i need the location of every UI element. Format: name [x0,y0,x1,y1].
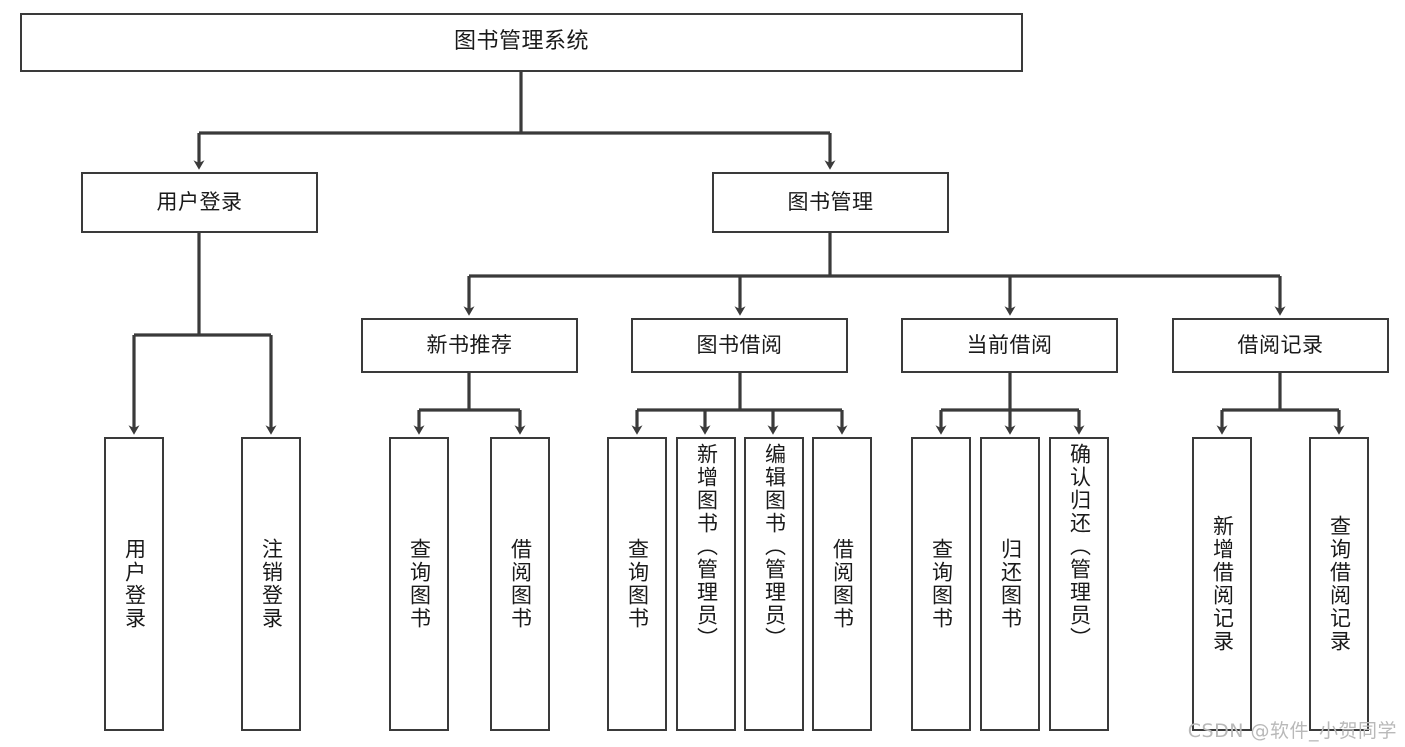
leaf-current-borrow-query-book[interactable]: 查询图书 [911,437,971,731]
node-label: 图书管理系统 [453,29,589,55]
node-book-management[interactable]: 图书管理 [712,172,949,233]
node-label: 借阅图书 [508,538,533,630]
leaf-new-book-query-book[interactable]: 查询图书 [389,437,449,731]
leaf-book-borrow-query-book[interactable]: 查询图书 [607,437,667,731]
node-label: 查询图书 [929,538,954,630]
node-label: 借阅图书 [830,538,855,630]
node-label: 图书借阅 [696,332,783,357]
node-label: 编辑图书（管理员） [762,443,787,650]
node-new-book-recommend[interactable]: 新书推荐 [361,318,578,373]
leaf-borrow-record-query-record[interactable]: 查询借阅记录 [1309,437,1369,731]
node-label: 查询图书 [625,538,650,630]
leaf-book-borrow-add-book-admin[interactable]: 新增图书（管理员） [676,437,736,731]
node-label: 确认归还（管理员） [1067,443,1092,650]
leaf-user-login-login[interactable]: 用户登录 [104,437,164,731]
leaf-borrow-record-add-record[interactable]: 新增借阅记录 [1192,437,1252,731]
node-label: 归还图书 [998,538,1023,630]
node-borrow-record[interactable]: 借阅记录 [1172,318,1389,373]
watermark-text: CSDN @软件_小贺同学 [1187,720,1397,742]
node-label: 用户登录 [122,538,147,630]
node-label: 借阅记录 [1237,332,1324,357]
node-book-borrow[interactable]: 图书借阅 [631,318,848,373]
leaf-book-borrow-borrow-book[interactable]: 借阅图书 [812,437,872,731]
node-user-login[interactable]: 用户登录 [81,172,318,233]
leaf-book-borrow-edit-book-admin[interactable]: 编辑图书（管理员） [744,437,804,731]
leaf-user-login-logout[interactable]: 注销登录 [241,437,301,731]
node-root-book-management-system[interactable]: 图书管理系统 [20,13,1023,72]
leaf-current-borrow-confirm-return-admin[interactable]: 确认归还（管理员） [1049,437,1109,731]
node-label: 用户登录 [156,189,243,214]
node-label: 新书推荐 [426,332,513,357]
node-label: 新增借阅记录 [1210,515,1235,653]
node-label: 图书管理 [787,189,874,214]
leaf-new-book-borrow-book[interactable]: 借阅图书 [490,437,550,731]
node-current-borrow[interactable]: 当前借阅 [901,318,1118,373]
node-label: 新增图书（管理员） [694,443,719,650]
node-label: 当前借阅 [966,332,1053,357]
node-label: 注销登录 [259,538,284,630]
node-label: 查询图书 [407,538,432,630]
node-label: 查询借阅记录 [1327,515,1352,653]
leaf-current-borrow-return-book[interactable]: 归还图书 [980,437,1040,731]
